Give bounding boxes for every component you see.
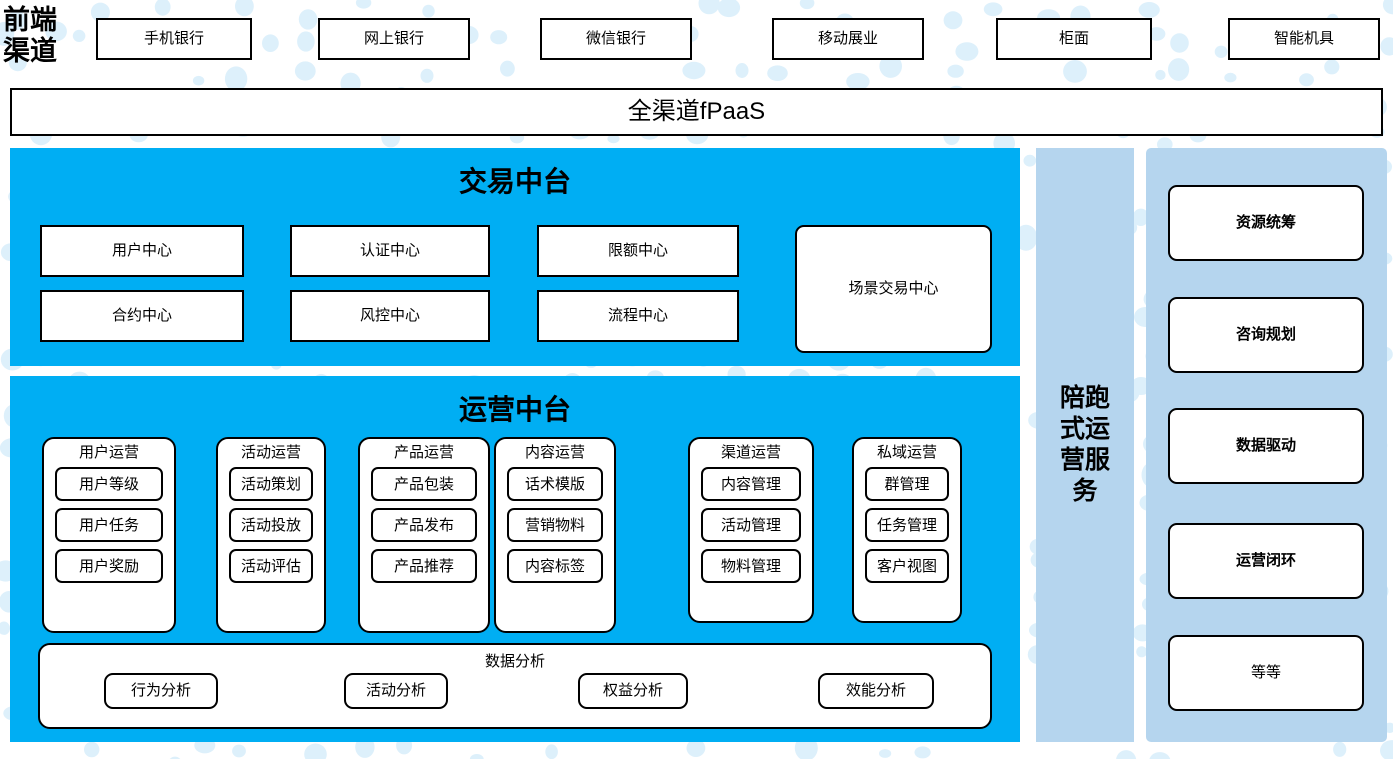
channel-box-3[interactable]: 微信银行 (540, 18, 692, 60)
data-analysis-node-label: 效能分析 (845, 682, 906, 700)
operation-group-item[interactable]: 内容管理 (701, 466, 801, 501)
operation-group-title: 用户运营 (78, 444, 139, 461)
fpaas-bar[interactable]: 全渠道fPaaS (10, 88, 1383, 136)
operation-group-item[interactable]: 活动管理 (701, 507, 801, 542)
operation-group-item[interactable]: 任务管理 (865, 507, 949, 542)
trade-node-label: 用户中心 (111, 242, 172, 260)
data-analysis-node-label: 行为分析 (130, 682, 191, 700)
operation-group-5: 渠道运营内容管理活动管理物料管理 (688, 437, 814, 623)
operation-group-item[interactable]: 群管理 (865, 466, 949, 501)
channel-box-label: 智能机具 (1273, 30, 1334, 48)
service-node-3[interactable]: 数据驱动 (1168, 408, 1364, 484)
trade-node-label: 合约中心 (111, 307, 172, 325)
service-node-2[interactable]: 咨询规划 (1168, 297, 1364, 373)
service-node-label: 咨询规划 (1235, 326, 1296, 344)
operation-group-item[interactable]: 用户等级 (55, 466, 163, 501)
channel-box-label: 网上银行 (363, 30, 424, 48)
accompany-service-column: 陪跑式运营服务 (1036, 148, 1134, 742)
operation-group-item[interactable]: 产品发布 (371, 507, 477, 542)
operation-group-6: 私域运营群管理任务管理客户视图 (852, 437, 962, 623)
operation-group-item[interactable]: 用户任务 (55, 507, 163, 542)
operation-group-item[interactable]: 客户视图 (865, 548, 949, 583)
operation-platform-title: 运营中台 (458, 395, 571, 426)
channel-box-2[interactable]: 网上银行 (318, 18, 470, 60)
front-channel-label: 前端 渠道 (3, 3, 81, 69)
data-analysis-node-4[interactable]: 效能分析 (818, 673, 934, 709)
trade-node-label: 流程中心 (607, 307, 668, 325)
operation-group-item[interactable]: 物料管理 (701, 548, 801, 583)
service-node-label: 资源统筹 (1235, 214, 1296, 232)
trade-node-2[interactable]: 认证中心 (290, 225, 490, 277)
channel-box-label: 移动展业 (817, 30, 878, 48)
trade-node-label: 风控中心 (359, 307, 420, 325)
data-analysis-node-3[interactable]: 权益分析 (578, 673, 688, 709)
operation-group-item[interactable]: 活动评估 (229, 548, 313, 583)
trade-node-5[interactable]: 风控中心 (290, 290, 490, 342)
service-node-4[interactable]: 运营闭环 (1168, 523, 1364, 599)
operation-group-title: 私域运营 (876, 444, 937, 461)
channel-box-5[interactable]: 柜面 (996, 18, 1152, 60)
operation-group-item[interactable]: 产品包装 (371, 466, 477, 501)
channel-box-4[interactable]: 移动展业 (772, 18, 924, 60)
channel-box-label: 柜面 (1058, 30, 1089, 48)
operation-group-title: 内容运营 (524, 444, 585, 461)
operation-group-item[interactable]: 用户奖励 (55, 548, 163, 583)
service-node-5[interactable]: 等等 (1168, 635, 1364, 711)
service-node-label: 运营闭环 (1235, 552, 1296, 570)
trade-node-6[interactable]: 流程中心 (537, 290, 739, 342)
data-analysis-node-label: 权益分析 (602, 682, 663, 700)
data-analysis-node-label: 活动分析 (365, 682, 426, 700)
operation-group-1: 用户运营用户等级用户任务用户奖励 (42, 437, 176, 633)
operation-group-3: 产品运营产品包装产品发布产品推荐 (358, 437, 490, 633)
service-node-label: 数据驱动 (1235, 437, 1296, 455)
trade-node-4[interactable]: 合约中心 (40, 290, 244, 342)
operation-group-item[interactable]: 内容标签 (507, 548, 603, 583)
data-analysis-node-1[interactable]: 行为分析 (104, 673, 218, 709)
data-analysis-node-2[interactable]: 活动分析 (344, 673, 448, 709)
trade-platform-title: 交易中台 (458, 167, 571, 198)
front-channel-label-line1: 前端 (3, 5, 57, 35)
trade-node-label: 限额中心 (607, 242, 668, 260)
operation-group-item[interactable]: 话术模版 (507, 466, 603, 501)
accompany-service-label: 陪跑式运营服务 (1059, 385, 1110, 505)
operation-group-title: 渠道运营 (720, 444, 781, 461)
operation-group-item[interactable]: 活动投放 (229, 507, 313, 542)
scene-trade-center-node[interactable]: 场景交易中心 (795, 225, 992, 353)
trade-node-3[interactable]: 限额中心 (537, 225, 739, 277)
data-analysis-title: 数据分析 (484, 653, 545, 670)
operation-group-2: 活动运营活动策划活动投放活动评估 (216, 437, 326, 633)
channel-box-6[interactable]: 智能机具 (1228, 18, 1380, 60)
service-node-1[interactable]: 资源统筹 (1168, 185, 1364, 261)
front-channel-label-line2: 渠道 (3, 36, 57, 66)
channel-box-label: 手机银行 (143, 30, 204, 48)
service-node-label: 等等 (1250, 664, 1281, 682)
channel-box-label: 微信银行 (585, 30, 646, 48)
channel-box-1[interactable]: 手机银行 (96, 18, 252, 60)
operation-group-item[interactable]: 产品推荐 (371, 548, 477, 583)
operation-group-4: 内容运营话术模版营销物料内容标签 (494, 437, 616, 633)
operation-group-title: 产品运营 (393, 444, 454, 461)
operation-group-title: 活动运营 (240, 444, 301, 461)
operation-group-item[interactable]: 活动策划 (229, 466, 313, 501)
scene-trade-center-label: 场景交易中心 (848, 280, 939, 298)
trade-node-label: 认证中心 (359, 242, 420, 260)
operation-group-item[interactable]: 营销物料 (507, 507, 603, 542)
trade-node-1[interactable]: 用户中心 (40, 225, 244, 277)
